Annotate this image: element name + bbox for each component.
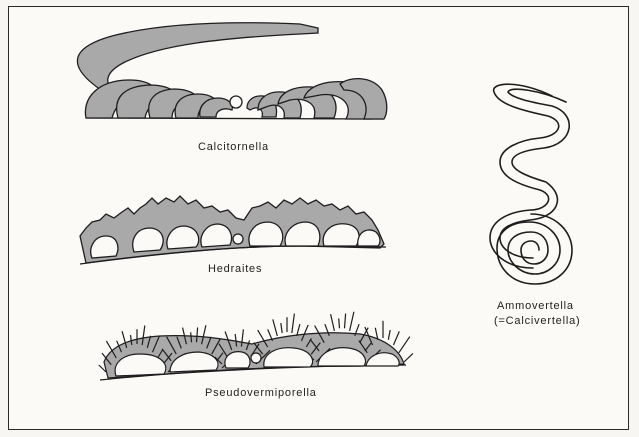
pseudovermiporella-proloculus — [251, 353, 261, 363]
label-calcitornella: Calcitornella — [198, 141, 269, 153]
spine — [292, 314, 295, 333]
spine — [350, 312, 354, 331]
label-pseudovermiporella: Pseudovermiporella — [205, 387, 317, 399]
ammovertella-drawing — [490, 84, 572, 284]
pseudovermiporella-drawing — [99, 312, 413, 380]
label-hedraites: Hedraites — [208, 263, 262, 275]
hedraites-proloculus — [233, 234, 243, 244]
spine — [191, 332, 192, 342]
calcitornella-drawing — [77, 23, 386, 119]
hedraites-drawing — [80, 196, 386, 264]
spine — [339, 318, 340, 328]
label-ammovertella: Ammovertella — [497, 300, 574, 312]
spine — [404, 353, 413, 362]
spine — [273, 319, 278, 336]
spine — [345, 314, 346, 329]
spine — [394, 331, 400, 345]
spine — [281, 323, 282, 333]
spine — [399, 337, 410, 353]
ammovertella-coil — [497, 214, 572, 284]
calcitornella-proloculus — [230, 96, 242, 108]
spine — [388, 330, 390, 340]
spine — [331, 314, 335, 331]
label-ammovertella-synonym: (=Calcivertella) — [494, 315, 580, 327]
